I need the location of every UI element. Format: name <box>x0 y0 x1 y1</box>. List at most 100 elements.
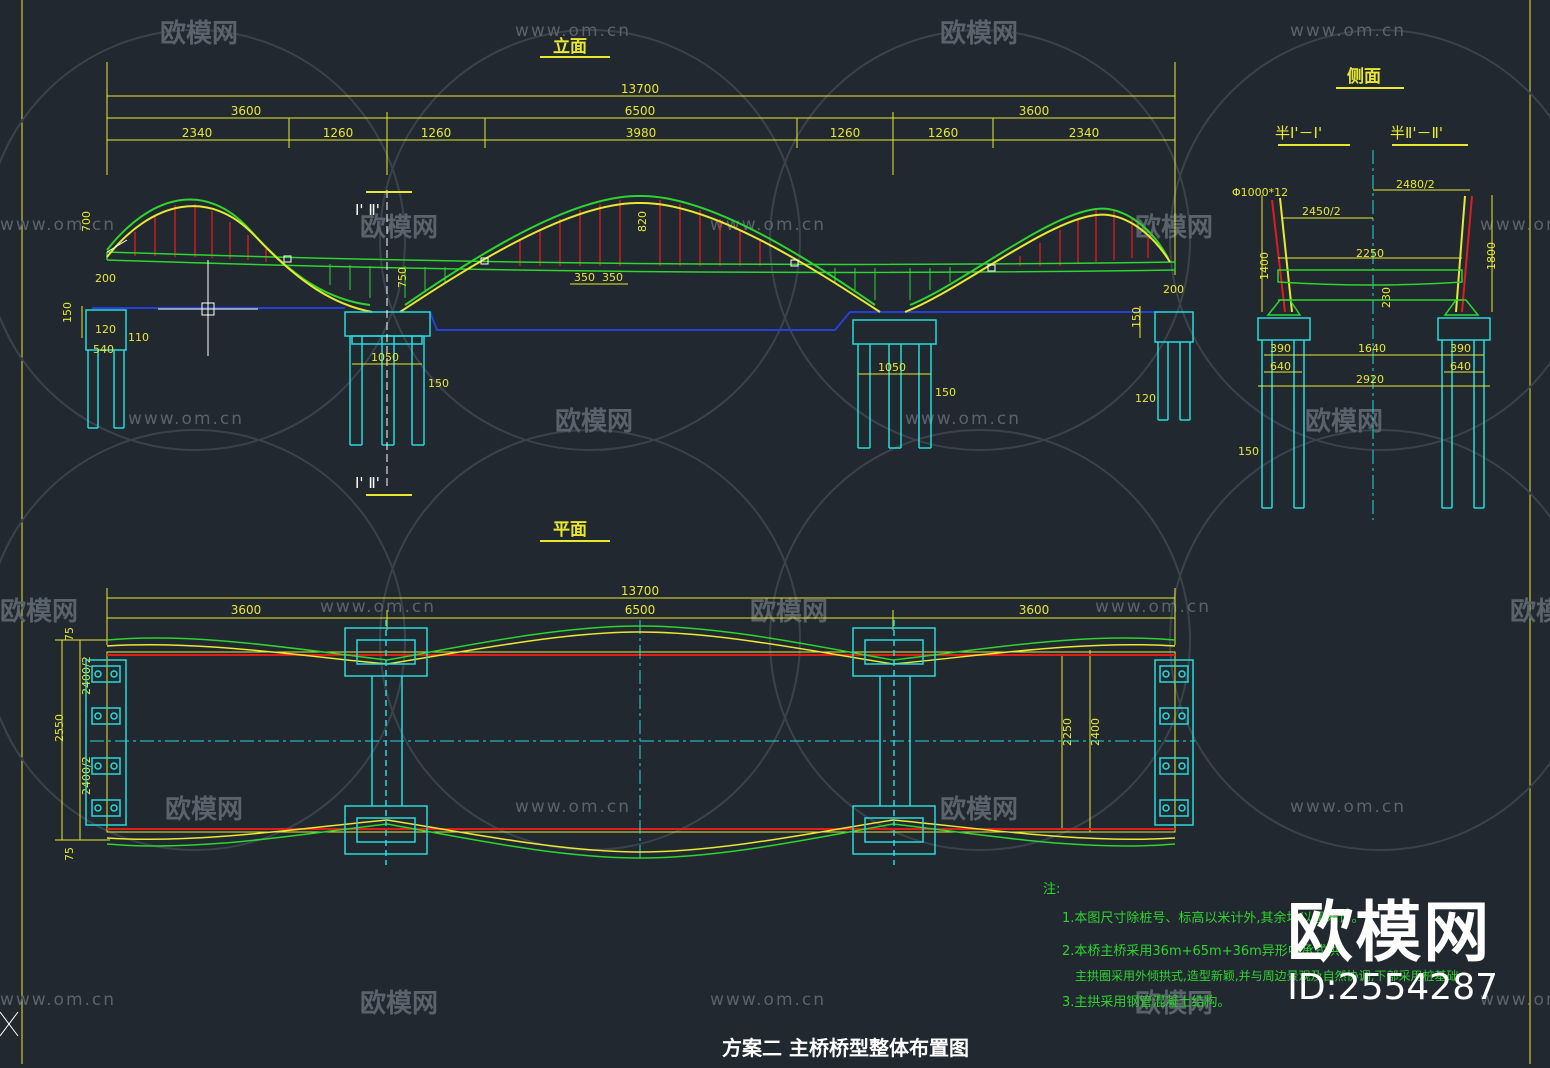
watermark-stamp: 欧模网 ID:2554287 <box>1287 900 1498 1006</box>
svg-text:www.om.cn: www.om.cn <box>515 797 631 817</box>
plan-abutment-left[interactable] <box>85 659 127 826</box>
svg-text:www.om.cn: www.om.cn <box>128 409 244 429</box>
svg-text:欧模网: 欧模网 <box>0 596 78 627</box>
watermark-logo: 欧模网 <box>1287 894 1492 971</box>
svg-text:www.om.cn: www.om.cn <box>1480 990 1550 1010</box>
svg-text:1260: 1260 <box>323 126 354 140</box>
svg-text:1400: 1400 <box>1258 252 1271 280</box>
svg-text:3600: 3600 <box>1019 603 1050 617</box>
notes-heading: 注: <box>1043 882 1060 897</box>
elevation-dimension-texts: 13700 3600 6500 3600 2340 1260 1260 3980… <box>182 82 1100 140</box>
plan-pier-right[interactable] <box>852 620 936 865</box>
svg-text:150: 150 <box>1238 445 1259 458</box>
sheet-frame <box>21 0 1531 1064</box>
svg-text:2400: 2400 <box>1089 718 1102 746</box>
svg-text:欧模网: 欧模网 <box>360 988 438 1019</box>
svg-text:www.om.cn: www.om.cn <box>1480 215 1550 235</box>
plan-dimension-texts: 13700 3600 6500 3600 <box>231 584 1050 617</box>
svg-text:1260: 1260 <box>928 126 959 140</box>
svg-text:350: 350 <box>574 271 595 284</box>
plan-deck-outline <box>90 620 1195 860</box>
plan-view-title: 平面 <box>553 520 587 540</box>
svg-text:欧模网: 欧模网 <box>940 18 1018 49</box>
svg-text:700: 700 <box>80 211 93 232</box>
plan-dimension-chains <box>55 588 1176 841</box>
svg-text:2340: 2340 <box>1069 126 1100 140</box>
svg-text:欧模网: 欧模网 <box>1305 406 1383 437</box>
svg-text:200: 200 <box>1163 283 1184 296</box>
svg-text:3980: 3980 <box>626 126 657 140</box>
svg-text:www.om.cn: www.om.cn <box>0 215 116 235</box>
svg-text:www.om.cn: www.om.cn <box>710 990 826 1010</box>
svg-text:2480/2: 2480/2 <box>1396 178 1435 191</box>
side-view[interactable]: 侧面 半Ⅰ'－Ⅰ' 半Ⅱ'－Ⅱ' <box>1232 66 1498 520</box>
spandrel-posts <box>329 264 951 300</box>
plan-pier-left[interactable] <box>344 620 428 865</box>
svg-text:www.om.cn: www.om.cn <box>320 597 436 617</box>
svg-text:3600: 3600 <box>231 603 262 617</box>
svg-text:2250: 2250 <box>1061 718 1074 746</box>
side-view-title: 侧面 <box>1347 66 1381 87</box>
watermark-id: ID:2554287 <box>1287 967 1498 1008</box>
elevation-local-dims: 700 820 750 350 350 200 200 150 150 120 … <box>61 211 1184 405</box>
plan-arch-ribs <box>106 625 1176 859</box>
svg-text:1050: 1050 <box>371 351 399 364</box>
arch-ribs <box>106 194 1171 313</box>
note-2: 2.本桥主桥采用36m+65m+36m异形中承式拱 <box>1062 944 1340 959</box>
abutment-left[interactable] <box>85 309 127 429</box>
svg-text:Φ1000*12: Φ1000*12 <box>1232 186 1288 199</box>
svg-text:www.om.cn: www.om.cn <box>1095 597 1211 617</box>
svg-text:390: 390 <box>1270 342 1291 355</box>
svg-text:欧模网: 欧模网 <box>160 18 238 49</box>
svg-text:2340: 2340 <box>182 126 213 140</box>
svg-text:www.om.cn: www.om.cn <box>0 990 116 1010</box>
side-dim-texts: Φ1000*12 2480/2 2450/2 2250 1400 1800 23… <box>1232 178 1498 458</box>
section-label-half-1: 半Ⅰ'－Ⅰ' <box>1275 124 1322 142</box>
elevation-view[interactable]: 立面 13700 3600 6500 3600 2340 1260 1260 3… <box>61 36 1194 496</box>
pier-left[interactable] <box>344 311 431 446</box>
svg-text:820: 820 <box>636 211 649 232</box>
elevation-view-title: 立面 <box>553 36 587 57</box>
svg-text:2450/2: 2450/2 <box>1302 205 1341 218</box>
svg-text:www.om.cn: www.om.cn <box>905 409 1021 429</box>
svg-text:欧模网: 欧模网 <box>1135 988 1213 1019</box>
arch-hangers <box>134 200 1149 266</box>
side-deck <box>1266 269 1480 316</box>
elevation-local-dim-lines <box>81 283 1141 375</box>
svg-text:欧模网: 欧模网 <box>1510 596 1550 627</box>
side-arch-ribs <box>1271 195 1473 313</box>
svg-text:230: 230 <box>1380 287 1393 308</box>
svg-text:200: 200 <box>95 272 116 285</box>
svg-text:2550: 2550 <box>53 714 66 742</box>
svg-text:350: 350 <box>602 271 623 284</box>
svg-text:www.om.cn: www.om.cn <box>515 21 631 41</box>
svg-text:3600: 3600 <box>1019 104 1050 118</box>
svg-text:www.om.cn: www.om.cn <box>1290 21 1406 41</box>
svg-text:Ⅰ' Ⅱ': Ⅰ' Ⅱ' <box>355 474 380 492</box>
svg-text:640: 640 <box>1450 360 1471 373</box>
svg-text:6500: 6500 <box>625 603 656 617</box>
pier-right[interactable] <box>852 319 937 449</box>
abutment-right[interactable] <box>1154 311 1194 421</box>
svg-text:1260: 1260 <box>421 126 452 140</box>
svg-text:120: 120 <box>95 323 116 336</box>
section-label-half-2: 半Ⅱ'－Ⅱ' <box>1390 124 1443 142</box>
bridge-deck <box>106 251 1176 274</box>
svg-text:640: 640 <box>1270 360 1291 373</box>
plan-abutment-right[interactable] <box>1154 659 1194 826</box>
svg-text:120: 120 <box>1135 392 1156 405</box>
ucs-icon <box>0 1011 19 1037</box>
svg-text:欧模网: 欧模网 <box>750 596 828 627</box>
svg-text:3600: 3600 <box>231 104 262 118</box>
watermark-urls: www.om.cn www.om.cn www.om.cn www.om.cn … <box>0 21 1550 1010</box>
svg-text:13700: 13700 <box>621 82 659 96</box>
drawing-title: 方案二 主桥桥型整体布置图 <box>722 1036 969 1060</box>
svg-text:1260: 1260 <box>830 126 861 140</box>
svg-text:750: 750 <box>396 267 409 288</box>
section-cut-marker: Ⅰ' Ⅱ' Ⅰ' Ⅱ' <box>355 190 412 496</box>
plan-view[interactable]: 平面 13700 3600 6500 3600 75 2400/2 2550 <box>53 520 1195 865</box>
svg-text:1050: 1050 <box>878 361 906 374</box>
svg-text:欧模网: 欧模网 <box>360 212 438 243</box>
side-foundation <box>1257 317 1491 509</box>
